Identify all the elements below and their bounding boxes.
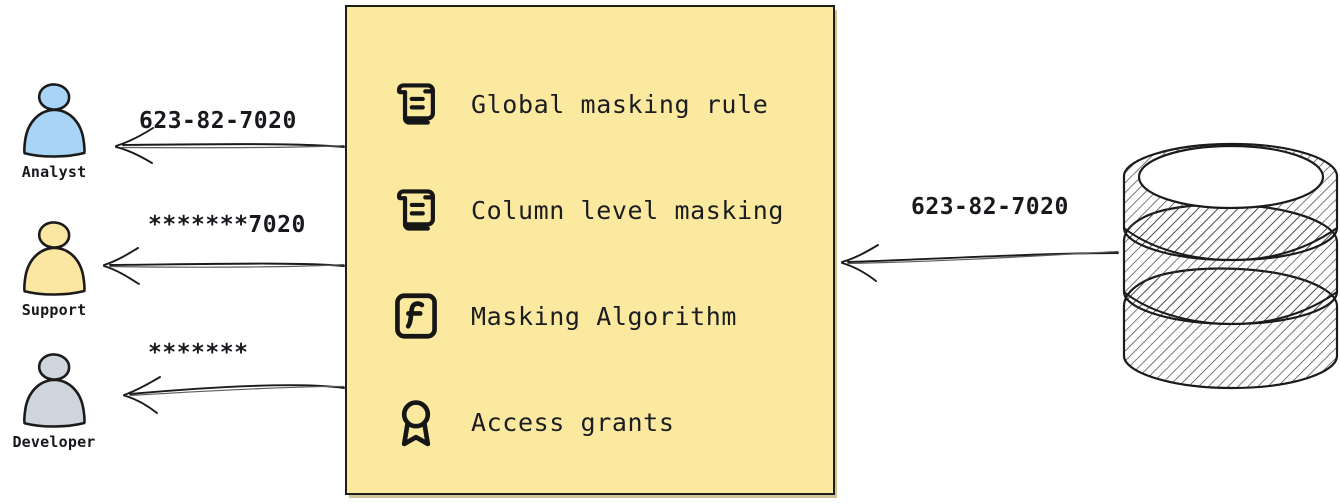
policy-row-label: Access grants bbox=[471, 407, 675, 437]
policy-row[interactable]: Column level masking bbox=[347, 157, 833, 263]
scroll-icon bbox=[397, 83, 435, 125]
person-icon bbox=[23, 221, 86, 296]
scroll-icon bbox=[397, 189, 435, 231]
database-cylinder-icon bbox=[1122, 142, 1339, 390]
policy-row[interactable]: Masking Algorithm bbox=[347, 263, 833, 369]
actor-label: Developer bbox=[12, 433, 96, 451]
edge-label-policy-to-developer: ******* bbox=[148, 340, 249, 366]
person-icon bbox=[23, 83, 86, 158]
policy-row-label: Global masking rule bbox=[471, 89, 769, 119]
edge-label-policy-to-analyst: 623-82-7020 bbox=[139, 108, 297, 134]
policy-box: Global masking rule Column level masking bbox=[345, 5, 835, 495]
policy-row[interactable]: Access grants bbox=[347, 369, 833, 475]
policy-row-label: Masking Algorithm bbox=[471, 301, 738, 331]
database-node[interactable] bbox=[1118, 120, 1340, 400]
actor-label: Support bbox=[21, 301, 87, 319]
actor-analyst[interactable]: Analyst bbox=[0, 78, 114, 181]
person-icon bbox=[23, 353, 86, 428]
policy-row-label: Column level masking bbox=[471, 195, 785, 225]
edge-label-db-to-policy: 623-82-7020 bbox=[911, 194, 1069, 220]
arrow-db-to-policy bbox=[841, 244, 1119, 282]
edge-label-policy-to-support: *******7020 bbox=[148, 212, 306, 238]
arrow-policy-to-analyst bbox=[115, 127, 345, 164]
actor-developer[interactable]: Developer bbox=[0, 348, 114, 451]
award-icon bbox=[401, 400, 431, 447]
policy-list: Global masking rule Column level masking bbox=[347, 7, 833, 493]
policy-row[interactable]: Global masking rule bbox=[347, 51, 833, 157]
arrow-policy-to-support bbox=[103, 247, 345, 285]
function-icon bbox=[395, 293, 437, 339]
actor-support[interactable]: Support bbox=[0, 216, 114, 319]
actor-label: Analyst bbox=[21, 163, 87, 181]
arrow-policy-to-developer bbox=[123, 376, 345, 414]
